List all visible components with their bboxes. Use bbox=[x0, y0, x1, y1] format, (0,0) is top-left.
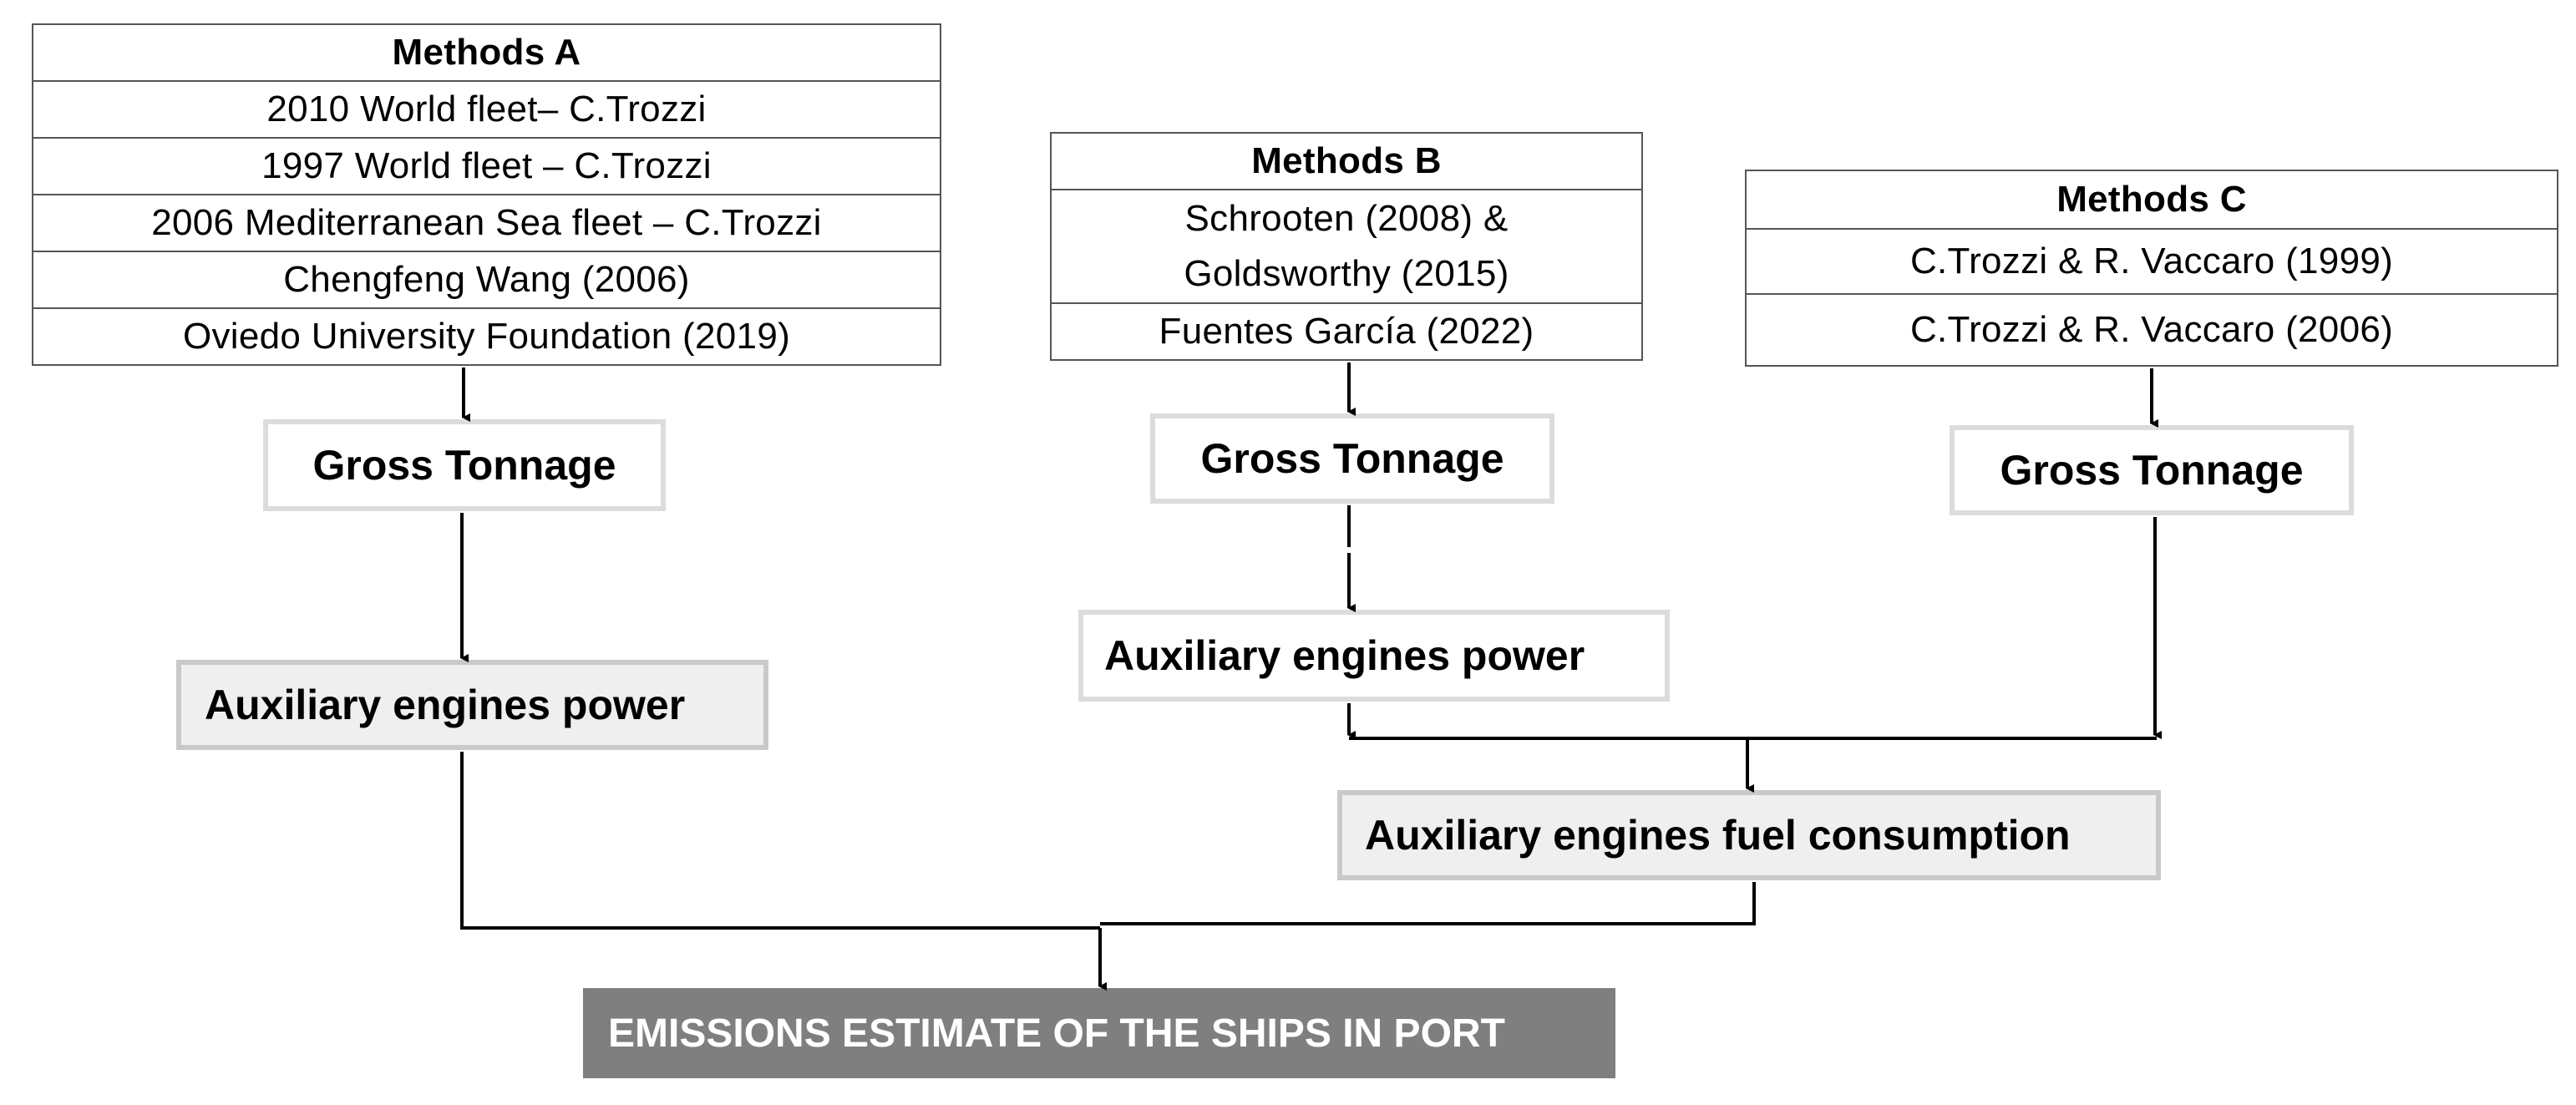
fuel-consumption-box: Auxiliary engines fuel consumption bbox=[1337, 790, 2161, 880]
methods-b-title: Methods B bbox=[1052, 134, 1641, 190]
methods-c-table: Methods C C.Trozzi & R. Vaccaro (1999) C… bbox=[1745, 170, 2558, 367]
methods-a-item: Oviedo University Foundation (2019) bbox=[182, 316, 791, 357]
aux-power-a-box: Auxiliary engines power bbox=[176, 660, 768, 750]
methods-b-item: Schrooten (2008) & Goldsworthy (2015) bbox=[1052, 190, 1641, 304]
methods-a-title: Methods A bbox=[33, 25, 940, 82]
fuel-consumption-label: Auxiliary engines fuel consumption bbox=[1365, 812, 2071, 859]
methods-a-table: Methods A 2010 World fleet– C.Trozzi 199… bbox=[32, 23, 941, 366]
methods-b-item-line: Schrooten (2008) & bbox=[1184, 198, 1509, 239]
methods-c-item: C.Trozzi & R. Vaccaro (2006) bbox=[1909, 309, 2394, 350]
aux-power-b-box: Auxiliary engines power bbox=[1078, 610, 1670, 702]
methods-a-item: 2006 Mediterranean Sea fleet – C.Trozzi bbox=[33, 195, 940, 252]
methods-b-item: Fuentes García (2022) bbox=[1159, 311, 1534, 352]
emissions-estimate-box: EMISSIONS ESTIMATE OF THE SHIPS IN PORT bbox=[583, 988, 1615, 1078]
methods-a-item: Chengfeng Wang (2006) bbox=[33, 252, 940, 309]
methods-b-table: Methods B Schrooten (2008) & Goldsworthy… bbox=[1050, 132, 1643, 361]
gross-tonnage-a-label: Gross Tonnage bbox=[312, 442, 616, 489]
gross-tonnage-c-box: Gross Tonnage bbox=[1950, 425, 2354, 515]
gross-tonnage-b-label: Gross Tonnage bbox=[1200, 435, 1504, 482]
methods-b-item-line: Goldsworthy (2015) bbox=[1184, 253, 1509, 294]
gross-tonnage-a-box: Gross Tonnage bbox=[263, 419, 666, 511]
aux-power-a-label: Auxiliary engines power bbox=[205, 682, 686, 728]
methods-a-item: 1997 World fleet – C.Trozzi bbox=[33, 139, 940, 195]
gross-tonnage-c-label: Gross Tonnage bbox=[2000, 447, 2304, 494]
methods-a-item: 2010 World fleet– C.Trozzi bbox=[33, 82, 940, 139]
methods-c-item: C.Trozzi & R. Vaccaro (1999) bbox=[1747, 230, 2557, 295]
methods-c-title: Methods C bbox=[1747, 171, 2557, 230]
emissions-estimate-label: EMISSIONS ESTIMATE OF THE SHIPS IN PORT bbox=[608, 1011, 1505, 1056]
aux-power-b-label: Auxiliary engines power bbox=[1104, 632, 1585, 679]
gross-tonnage-b-box: Gross Tonnage bbox=[1150, 413, 1554, 504]
line-aux-power-a-to-join bbox=[460, 752, 1100, 930]
line-fuel-consumption-to-join bbox=[1100, 882, 1756, 925]
